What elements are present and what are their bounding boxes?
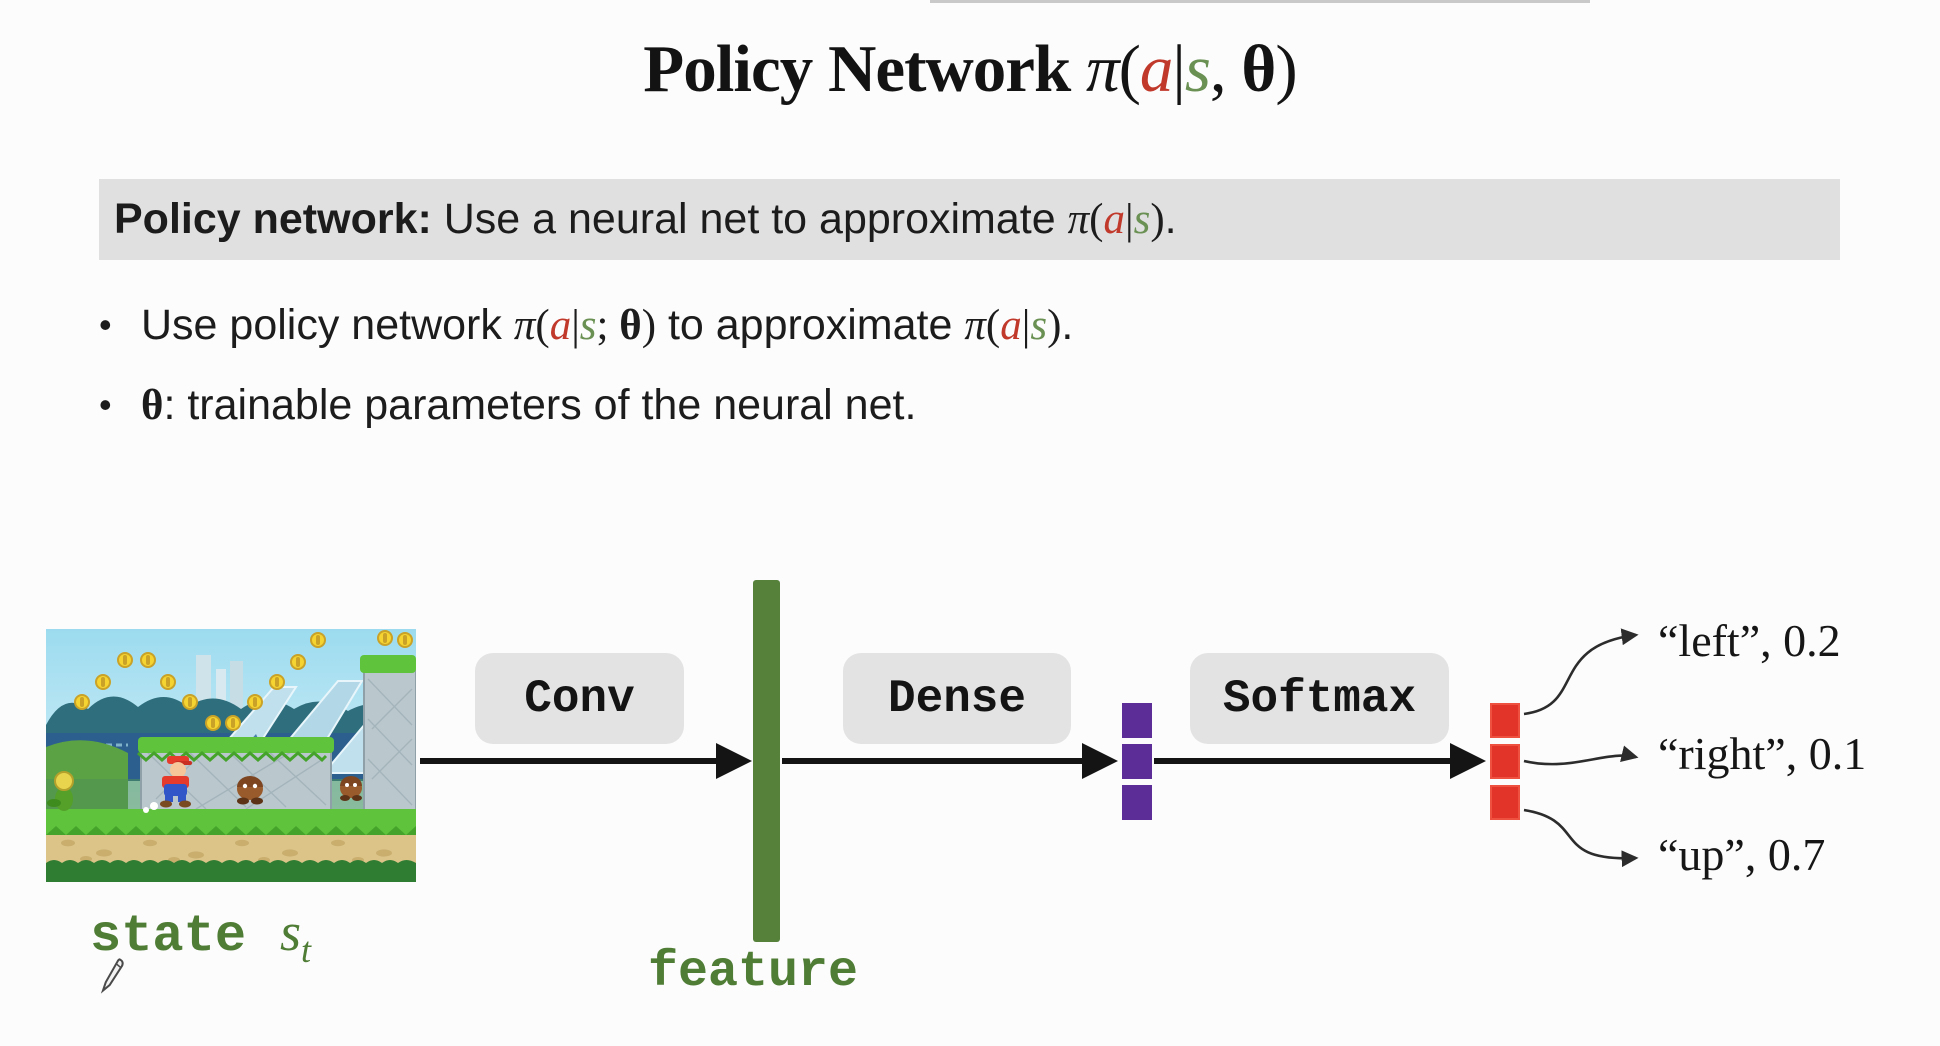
dense-layer-box: Dense xyxy=(843,653,1071,744)
definition-body: Use a neural net to approximate xyxy=(431,195,1068,243)
output-label-right: “right”, 0.1 xyxy=(1658,728,1867,779)
output-vector-cell xyxy=(1490,785,1520,820)
title-math: π(a|s, θ) xyxy=(1086,32,1298,106)
definition-highlight-bar: Policy network: Use a neural net to appr… xyxy=(99,179,1840,260)
bullet1-math1: π(a|s; θ) xyxy=(513,302,657,349)
softmax-layer-box: Softmax xyxy=(1190,653,1449,744)
dense-label: Dense xyxy=(887,672,1027,725)
bullet-dot: • xyxy=(99,384,112,425)
pencil-cursor-icon xyxy=(98,956,128,994)
state-image xyxy=(46,629,416,882)
output-vector-cell xyxy=(1490,744,1520,779)
flow-arrow xyxy=(420,743,1486,779)
bullet-theta-params: •θ: trainable parameters of the neural n… xyxy=(99,377,916,434)
definition-term: Policy network: xyxy=(114,195,432,243)
top-edge-artifact xyxy=(930,0,1590,3)
mario-scene-graphic xyxy=(46,629,416,882)
softmax-label: Softmax xyxy=(1222,672,1417,725)
conv-layer-box: Conv xyxy=(475,653,684,744)
output-vector-cell xyxy=(1490,703,1520,738)
goomba-sprite xyxy=(340,776,362,801)
hidden-vector-cell xyxy=(1122,785,1152,820)
feature-vector-bar xyxy=(753,580,780,942)
hidden-vector-cell xyxy=(1122,703,1152,738)
definition-math: π(a|s) xyxy=(1067,196,1165,243)
output-connector xyxy=(1523,628,1639,868)
state-word: state xyxy=(90,907,247,966)
conv-label: Conv xyxy=(524,672,635,725)
page-title: Policy Network π(a|s, θ) xyxy=(0,26,1940,112)
output-label-up: “up”, 0.7 xyxy=(1658,829,1826,880)
title-text: Policy Network xyxy=(643,32,1071,106)
goomba-sprite xyxy=(237,776,263,805)
bullet-dot: • xyxy=(99,304,112,345)
mario-sprite xyxy=(143,756,192,813)
hidden-vector-cell xyxy=(1122,744,1152,779)
feature-caption: feature xyxy=(648,944,859,1001)
bullet1-math2: π(a|s) xyxy=(964,302,1062,349)
state-symbol: st xyxy=(280,902,312,970)
output-label-left: “left”, 0.2 xyxy=(1658,615,1841,666)
bullet-policy-network: •Use policy network π(a|s; θ) to approxi… xyxy=(99,297,1073,354)
